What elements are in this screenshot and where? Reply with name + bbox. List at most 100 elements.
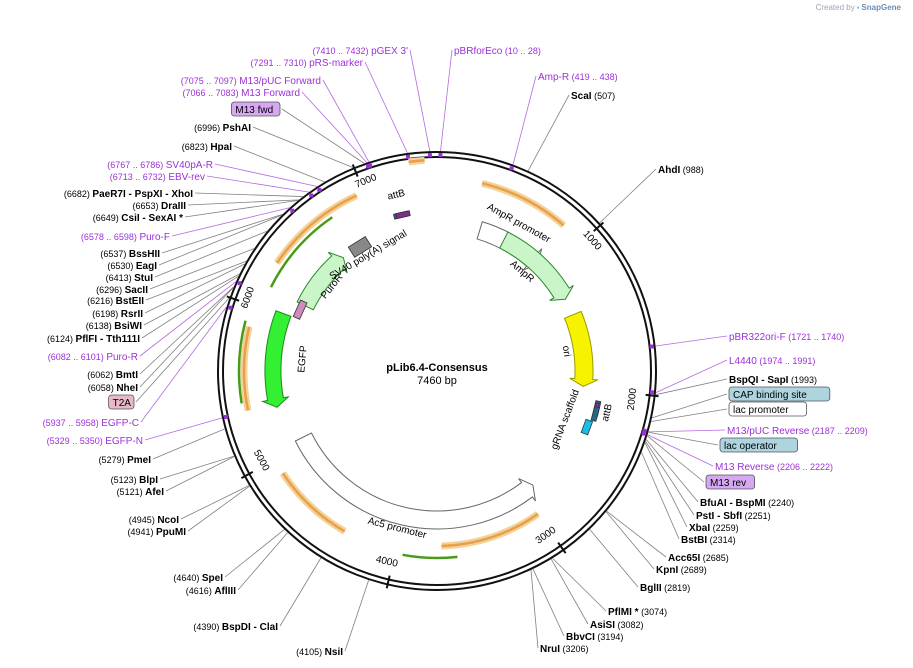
site-label-ahdi[interactable]: AhdI (988) — [658, 165, 704, 176]
site-label-bspqi[interactable]: BspQI - SapI (1993) — [729, 375, 817, 386]
site-label-part: (5279) — [99, 455, 128, 465]
site-label-afliii[interactable]: (4616) AflIII — [186, 586, 236, 597]
site-label-text: CAP binding site — [733, 390, 807, 401]
site-label-xhoi[interactable]: (6682) PaeR7I - PspXI - XhoI — [64, 189, 193, 200]
site-label-m13-puc-forward[interactable]: (7075 .. 7097) M13/pUC Forward — [181, 76, 321, 87]
site-label-part: (6062) — [87, 370, 116, 380]
site-label-pflfi[interactable]: (6124) PflFI - Tth111I — [47, 334, 140, 345]
site-label-part: (6124) — [47, 334, 76, 344]
site-label-kpni[interactable]: KpnI (2689) — [656, 565, 707, 576]
leader-line — [655, 378, 728, 396]
leader-line — [532, 568, 565, 637]
site-label-nhei[interactable]: (6058) NheI — [88, 383, 138, 394]
tick-mark-7000 — [351, 164, 359, 177]
site-label-scai[interactable]: ScaI (507) — [571, 91, 615, 102]
leader-line — [252, 126, 354, 168]
site-label-part: PflFI — [76, 334, 98, 345]
site-label-bsteii[interactable]: (6216) BstEII — [87, 296, 144, 307]
site-label-part: (6649) — [93, 213, 122, 223]
leader-line — [144, 263, 245, 314]
site-label-lac-promoter[interactable]: lac promoter — [728, 401, 807, 417]
leader-line — [512, 75, 537, 165]
site-label-bbvci[interactable]: BbvCI (3194) — [566, 632, 623, 643]
site-label-eagi[interactable]: (6530) EagI — [107, 261, 157, 272]
site-label-amp-r[interactable]: Amp-R (419 .. 438) — [538, 72, 618, 83]
site-label-part: - ClaI — [251, 622, 278, 633]
site-label-asisi[interactable]: AsiSI (3082) — [590, 620, 644, 631]
site-label-bsiwi[interactable]: (6138) BsiWI — [86, 321, 143, 332]
site-label-cap-binding-site[interactable]: CAP binding site — [728, 386, 831, 402]
site-label-egfp-n[interactable]: (5329 .. 5350) EGFP-N — [47, 436, 143, 447]
leader-lines — [135, 49, 728, 652]
site-label-m13-rev[interactable]: M13 rev — [705, 474, 755, 490]
site-label-hpai[interactable]: (6823) HpaI — [182, 142, 232, 153]
feature-attb-block-top-b — [395, 210, 411, 220]
site-label-sv40pa-r[interactable]: (6767 .. 6786) SV40pA-R — [107, 160, 213, 171]
site-label-l4440[interactable]: L4440 (1974 .. 1991) — [729, 356, 815, 367]
site-label-spei[interactable]: (4640) SpeI — [173, 573, 223, 584]
site-label-sacii[interactable]: (6296) SacII — [96, 285, 148, 296]
primer-site-marker — [641, 431, 646, 436]
site-label-part: (2240) — [766, 498, 795, 508]
feature-puror — [296, 251, 348, 311]
site-label-pmei[interactable]: (5279) PmeI — [99, 455, 152, 466]
site-label-lac-operator[interactable]: lac operator — [719, 437, 798, 453]
site-label-draiii[interactable]: (6653) DraIII — [132, 201, 186, 212]
site-label-part: BspQI — [729, 375, 759, 386]
site-label-bstbi[interactable]: BstBI (2314) — [681, 535, 736, 546]
leader-line — [647, 434, 714, 467]
site-label-m13-puc-reverse[interactable]: M13/pUC Reverse (2187 .. 2209) — [727, 426, 868, 437]
site-label-bfuai[interactable]: BfuAI - BspMI (2240) — [700, 498, 794, 509]
site-label-part: (5937 .. 5958) — [43, 418, 102, 428]
leader-line — [648, 429, 726, 433]
site-label-sexai-[interactable]: (6649) CsiI - SexAI * — [93, 213, 183, 224]
site-label-text: pBRforEco (10 .. 28) — [454, 46, 541, 57]
site-label-acc65i[interactable]: Acc65I (2685) — [668, 553, 729, 564]
site-label-m13-forward[interactable]: (7066 .. 7083) M13 Forward — [183, 88, 300, 99]
site-label-t2a[interactable]: T2A — [108, 394, 135, 410]
site-label-m13-fwd[interactable]: M13 fwd — [230, 101, 281, 117]
site-label-rsrii[interactable]: (6198) RsrII — [92, 309, 143, 320]
site-label-text: PflMI * (3074) — [608, 607, 667, 618]
site-label-box — [108, 394, 135, 410]
site-label-bspdi[interactable]: (4390) BspDI - ClaI — [193, 622, 278, 633]
feature-label-egfp: EGFP — [296, 345, 309, 373]
site-label-prs-marker[interactable]: (7291 .. 7310) pRS-marker — [251, 58, 364, 69]
leader-line — [171, 207, 290, 237]
leader-line — [165, 456, 235, 492]
site-label-stui[interactable]: (6413) StuI — [106, 273, 154, 284]
site-label-text: lac promoter — [733, 405, 789, 416]
site-label-bmti[interactable]: (6062) BmtI — [87, 370, 138, 381]
site-label-bsshii[interactable]: (6537) BssHII — [100, 249, 160, 260]
site-label-pshai[interactable]: (6996) PshAI — [194, 123, 251, 134]
site-label-ebv-rev[interactable]: (6713 .. 6732) EBV-rev — [110, 172, 205, 183]
site-label-part: M13 Reverse — [715, 462, 775, 473]
site-label-afei[interactable]: (5121) AfeI — [117, 487, 165, 498]
site-label-part: (4390) — [193, 622, 222, 632]
site-label-egfp-c[interactable]: (5937 .. 5958) EGFP-C — [43, 418, 139, 429]
site-labels: Amp-R (419 .. 438) ScaI (507) AhdI (988) pB… — [43, 46, 868, 658]
leader-line — [440, 49, 453, 152]
site-label-pflmi-[interactable]: PflMI * (3074) — [608, 607, 667, 618]
site-label-nsii[interactable]: (4105) NsiI — [296, 647, 343, 658]
leader-line — [655, 359, 728, 394]
site-label-m13-reverse[interactable]: M13 Reverse (2206 .. 2222) — [715, 462, 833, 473]
leader-line — [139, 286, 235, 375]
site-label-bglii[interactable]: BglII (2819) — [640, 583, 690, 594]
site-label-text: (6578 .. 6598) Puro-F — [81, 232, 170, 243]
site-label-xbai[interactable]: XbaI (2259) — [689, 523, 739, 534]
site-label-puro-f[interactable]: (6578 .. 6598) Puro-F — [81, 232, 170, 243]
site-label-nrui[interactable]: NruI (3206) — [540, 644, 589, 655]
site-label-ncoi[interactable]: (4945) NcoI — [129, 515, 179, 526]
site-label-puro-r[interactable]: (6082 .. 6101) Puro-R — [48, 352, 138, 363]
site-label-pgex-3-[interactable]: (7410 .. 7432) pGEX 3' — [313, 46, 409, 57]
site-label-ppumi[interactable]: (4941) PpuMI — [127, 527, 186, 538]
site-label-part: EagI — [136, 261, 157, 272]
site-label-pbrforeco[interactable]: pBRforEco (10 .. 28) — [454, 46, 541, 57]
site-label-part: BstBI — [681, 535, 707, 546]
site-label-blpi[interactable]: (5123) BlpI — [111, 475, 159, 486]
leader-line — [641, 452, 680, 540]
site-label-pbr322ori-f[interactable]: pBR322ori-F (1721 .. 1740) — [729, 332, 844, 343]
site-label-text: (6530) EagI — [107, 261, 157, 272]
site-label-psti[interactable]: PstI - SbfI (2251) — [696, 511, 771, 522]
